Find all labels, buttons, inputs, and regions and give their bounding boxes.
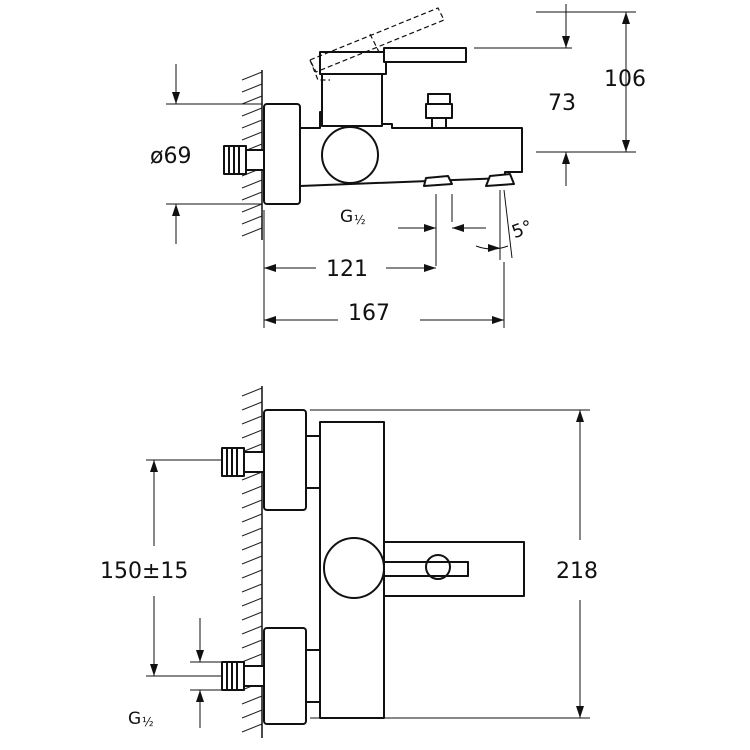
lever-front-overlay [383, 561, 469, 577]
wall-flange-front-lower [263, 627, 307, 725]
connector-upper [305, 435, 321, 489]
outlet-spout [485, 173, 515, 187]
inlet-pipe-front-lower [221, 661, 267, 691]
dim-height-front-label: 218 [556, 559, 598, 584]
dim-spout-angle: 5° [475, 189, 535, 260]
dim-inlet-thread-front: G ½ [128, 618, 222, 729]
outlet-left [423, 175, 453, 187]
inlet-thread-label-top: G [340, 207, 353, 227]
dim-height-spout-label: 73 [548, 91, 576, 116]
temperature-knob-front [323, 537, 385, 599]
dim-connection-spacing-label: 150±15 [100, 559, 188, 584]
dim-length-121: 121 [263, 210, 436, 328]
cartridge-column [321, 69, 383, 127]
dim-inlet-thread-top: G ½ [340, 194, 486, 266]
inlet-thread-frac-front: ½ [142, 715, 154, 729]
dim-length-167-label: 167 [348, 301, 390, 326]
dim-length-121-label: 121 [326, 257, 368, 282]
lever-rotated-dashed [309, 7, 445, 81]
handle-base [319, 51, 387, 75]
dim-diameter: ø69 [150, 64, 262, 244]
inlet-pipe-front-upper [221, 447, 267, 477]
inlet-pipe-top [223, 145, 267, 175]
inlet-thread-label-front: G [128, 709, 141, 729]
dim-spout-angle-label: 5° [509, 216, 535, 243]
dim-height-spout: 73 [474, 4, 576, 186]
lever-handle [383, 47, 467, 63]
wall-flange-front-upper [263, 409, 307, 511]
dim-height-total-top: 106 [536, 11, 646, 153]
dim-connection-spacing: 150±15 [100, 459, 222, 677]
front-view: 218 150±15 G ½ [100, 386, 598, 738]
wall-flange-top [263, 103, 301, 205]
dim-diameter-label: ø69 [150, 144, 191, 169]
temperature-knob [321, 126, 379, 184]
connector-lower [305, 649, 321, 703]
dim-height-total-label: 106 [604, 67, 646, 92]
dim-length-167: 167 [264, 262, 505, 328]
side-view: ø69 106 73 G ½ [150, 4, 646, 328]
inlet-thread-frac-top: ½ [354, 213, 366, 227]
diverter-button [425, 93, 453, 129]
dim-height-front: 218 [310, 409, 598, 719]
